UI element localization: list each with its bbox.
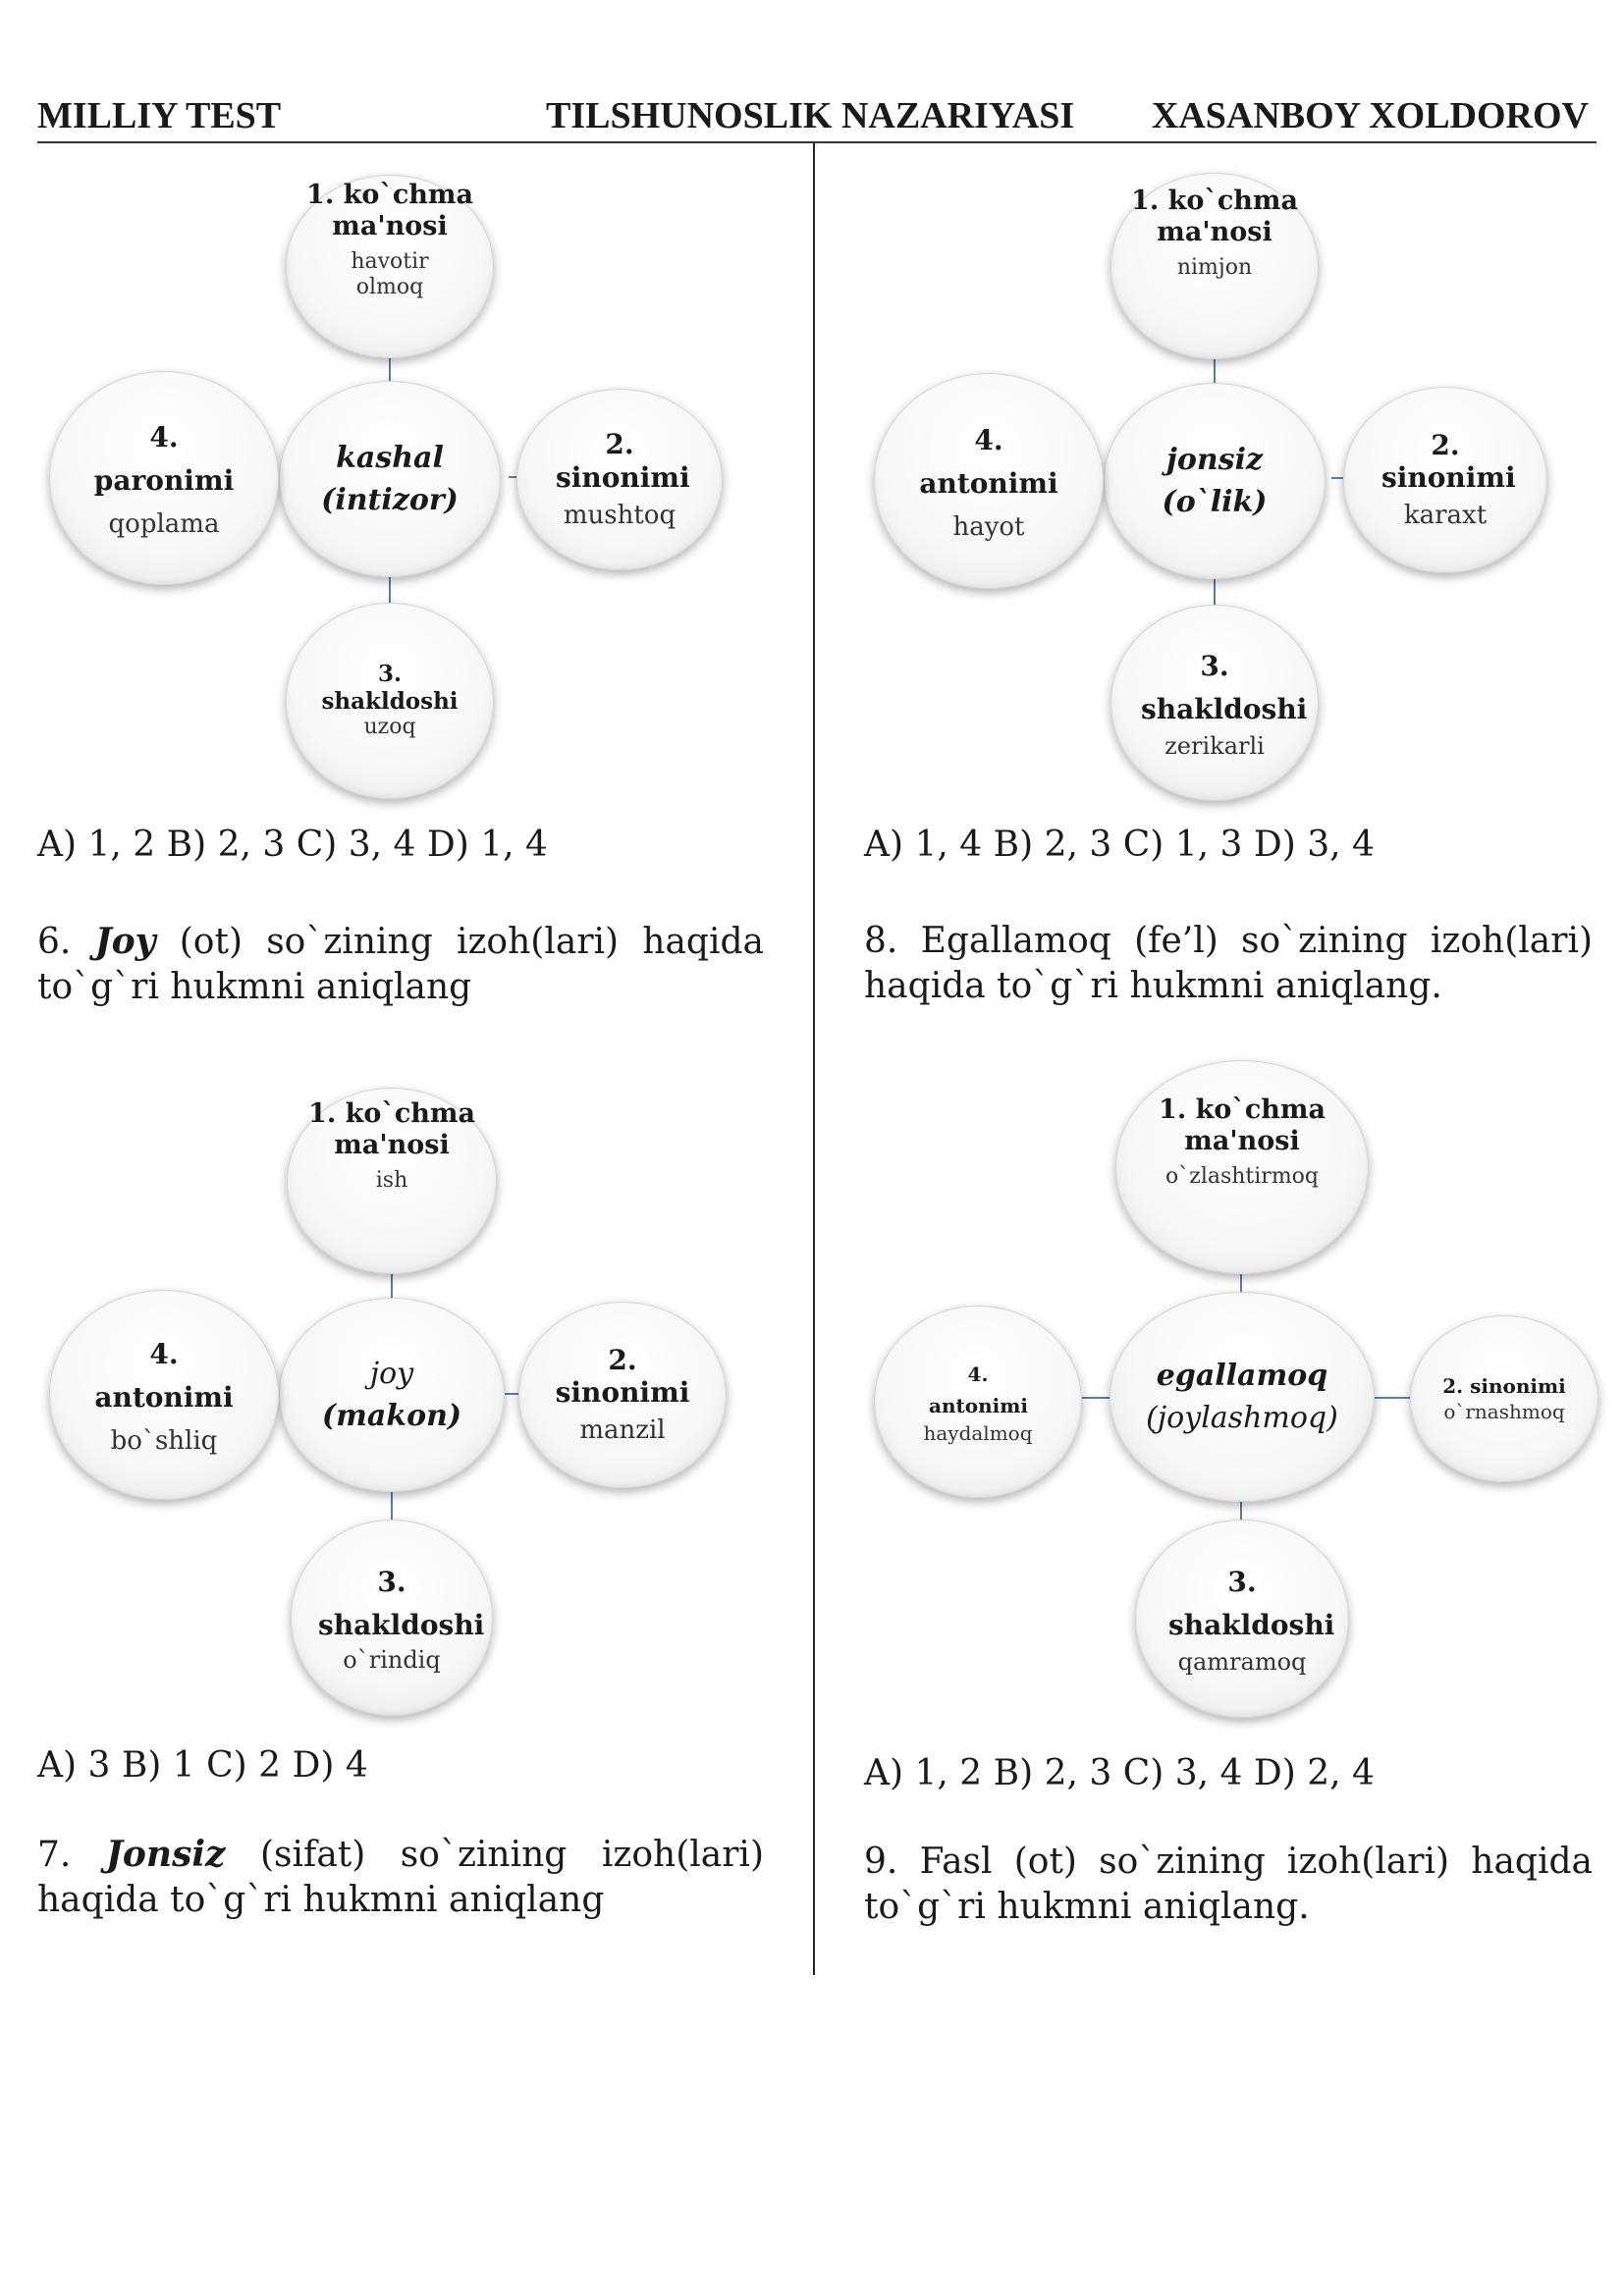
- top-value: nimjon: [1176, 254, 1253, 280]
- center-word: kashal: [336, 440, 444, 475]
- bottom-node: 3. shakldoshi zerikarli: [1110, 605, 1319, 801]
- question-rest: (ot) so`zining izoh(lari) haqida to`g`ri…: [37, 922, 765, 1007]
- question-rest: Egallamoq (fe’l) so`zining izoh(lari) ha…: [864, 921, 1594, 1006]
- center-synonym: (joylashmoq): [1146, 1401, 1338, 1435]
- bottom-value: zerikarli: [1164, 731, 1265, 760]
- left-title: 4. antonimi: [94, 1337, 234, 1415]
- left-title: 4. antonimi: [919, 423, 1058, 501]
- top-node: 1. ko`chma ma'nosi o`zlashtirmoq: [1115, 1060, 1369, 1274]
- header-left: MILLIY TEST: [37, 95, 282, 136]
- word-diagram-kashal: kashal (intizor) 1. ko`chma ma'nosi havo…: [39, 175, 805, 842]
- question-rest: Fasl (ot) so`zining izoh(lari) haqida to…: [864, 1842, 1593, 1927]
- page-header: MILLIY TEST TILSHUNOSLIK NAZARIYASI XASA…: [37, 90, 1597, 143]
- left-node: 4. antonimi hayot: [874, 373, 1104, 589]
- left-value: qoplama: [108, 509, 220, 540]
- diagram-connectors: [1214, 357, 1343, 605]
- right-title: 2. sinonimi: [1381, 428, 1516, 495]
- right-title: 2. sinonimi: [556, 428, 690, 494]
- word-diagram-jonsiz: jonsiz (o`lik) 1. ko`chma ma'nosi nimjon…: [864, 173, 1624, 840]
- answer-options: A) 3 B) 1 C) 2 D) 4: [37, 1745, 368, 1786]
- top-value: havotir olmoq: [351, 248, 429, 300]
- bottom-value: o`rindiq: [343, 1645, 441, 1674]
- question-word: Jonsiz: [105, 1834, 226, 1875]
- question-text: 8. Egallamoq (fe’l) so`zining izoh(lari)…: [864, 919, 1593, 1009]
- header-right: XASANBOY XOLDOROV: [1151, 95, 1589, 136]
- right-node: 2. sinonimi karaxt: [1343, 387, 1547, 573]
- bottom-node: 3. shakldoshi o`rindiq: [291, 1520, 493, 1716]
- right-node: 2. sinonimi mushtoq: [516, 389, 723, 570]
- right-node: 2. sinonimi manzil: [518, 1302, 727, 1488]
- center-word: jonsiz: [1166, 442, 1263, 477]
- center-node: jonsiz (o`lik): [1104, 383, 1326, 579]
- question-word: Joy: [94, 921, 156, 962]
- bottom-value: qamramoq: [1177, 1647, 1307, 1676]
- question-number: 7.: [37, 1835, 72, 1875]
- top-title: 1. ko`chma ma'nosi: [1131, 186, 1298, 248]
- right-title: 2. sinonimi: [555, 1343, 690, 1410]
- left-value: hayot: [952, 512, 1025, 543]
- center-node: joy (makon): [279, 1298, 505, 1492]
- top-value: o`zlashtirmoq: [1164, 1163, 1320, 1189]
- question-rest: (sifat) so`zining izoh(lari) haqida to`g…: [37, 1835, 764, 1920]
- top-node: 1. ko`chma ma'nosi nimjon: [1110, 173, 1319, 359]
- center-synonym: (intizor): [321, 483, 459, 517]
- right-value: mushtoq: [563, 500, 677, 530]
- header-middle: TILSHUNOSLIK NAZARIYASI: [546, 95, 1075, 136]
- left-value: haydalmoq: [923, 1421, 1033, 1445]
- left-title: 4. paronimi: [93, 420, 235, 498]
- bottom-value: uzoq: [363, 715, 416, 740]
- answer-options: A) 1, 2 B) 2, 3 C) 3, 4 D) 1, 4: [37, 825, 548, 865]
- bottom-node: 3. shakldoshi uzoq: [286, 603, 494, 799]
- question-text: 6. Joy (ot) so`zining izoh(lari) haqida …: [37, 919, 764, 1010]
- top-node: 1. ko`chma ma'nosi ish: [287, 1088, 497, 1274]
- bottom-title: 3. shakldoshi: [321, 661, 459, 715]
- question-text: 7. Jonsiz (sifat) so`zining izoh(lari) h…: [37, 1832, 764, 1923]
- top-node: 1. ko`chma ma'nosi havotir olmoq: [286, 175, 494, 358]
- center-synonym: (makon): [321, 1399, 462, 1433]
- top-title: 1. ko`chma ma'nosi: [306, 180, 473, 242]
- top-title: 1. ko`chma ma'nosi: [308, 1098, 475, 1161]
- right-node: 2. sinonimi o`rnashmoq: [1410, 1315, 1598, 1482]
- diagram-connectors: [391, 1272, 518, 1520]
- right-value: o`rnashmoq: [1443, 1400, 1565, 1423]
- left-node: 4. antonimi bo`shliq: [49, 1290, 279, 1500]
- bottom-title: 3. shakldoshi: [1168, 1566, 1335, 1641]
- bottom-node: 3. shakldoshi qamramoq: [1135, 1520, 1349, 1718]
- bottom-title: 3. shakldoshi: [318, 1566, 485, 1641]
- right-title: 2. sinonimi: [1442, 1374, 1566, 1398]
- center-node: egallamoq (joylashmoq): [1110, 1292, 1375, 1502]
- left-value: bo`shliq: [110, 1426, 218, 1457]
- question-number: 6.: [37, 922, 72, 962]
- left-node: 4. paronimi qoplama: [49, 371, 279, 585]
- answer-options: A) 1, 4 B) 2, 3 C) 1, 3 D) 3, 4: [864, 825, 1375, 865]
- bottom-title: 3. shakldoshi: [1141, 650, 1308, 725]
- right-value: karaxt: [1403, 501, 1488, 530]
- center-word: egallamoq: [1156, 1358, 1328, 1393]
- word-diagram-egallamoq: egallamoq (joylashmoq) 1. ko`chma ma'nos…: [864, 1060, 1624, 1728]
- center-word: joy: [369, 1356, 414, 1391]
- answer-options: A) 1, 2 B) 2, 3 C) 3, 4 D) 2, 4: [864, 1753, 1375, 1793]
- column-divider: [813, 143, 815, 1975]
- top-title: 1. ko`chma ma'nosi: [1159, 1095, 1326, 1157]
- left-title: 4. antonimi: [929, 1362, 1028, 1417]
- left-node: 4. antonimi haydalmoq: [874, 1306, 1082, 1498]
- question-text: 9. Fasl (ot) so`zining izoh(lari) haqida…: [864, 1840, 1593, 1930]
- question-number: 8.: [864, 921, 898, 961]
- center-node: kashal (intizor): [279, 381, 501, 577]
- question-number: 9.: [864, 1842, 898, 1882]
- center-synonym: (o`lik): [1162, 485, 1268, 519]
- right-value: manzil: [579, 1415, 666, 1445]
- word-diagram-joy: joy (makon) 1. ko`chma ma'nosi ish 2. si…: [39, 1088, 805, 1755]
- top-value: ish: [375, 1167, 408, 1193]
